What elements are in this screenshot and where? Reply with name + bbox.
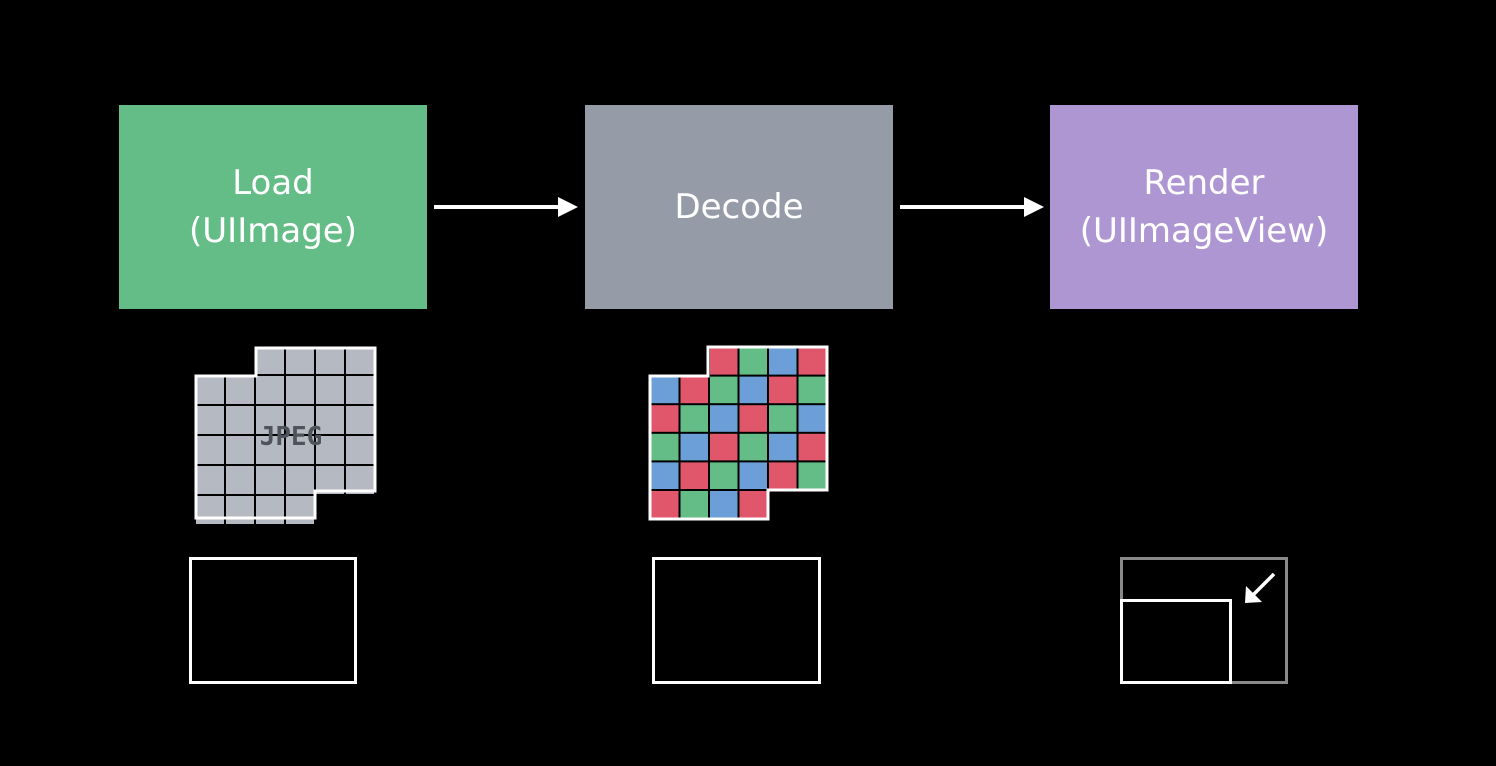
pixel-tile-green bbox=[798, 376, 826, 404]
jpeg-tile bbox=[316, 376, 344, 404]
jpeg-tile bbox=[226, 466, 254, 494]
jpeg-tile bbox=[256, 376, 284, 404]
right-arrow-icon bbox=[434, 197, 578, 217]
pixel-tile-red bbox=[798, 433, 826, 461]
pixel-tile-red bbox=[710, 348, 738, 375]
load-stage-title: Load bbox=[232, 163, 314, 203]
jpeg-tile bbox=[286, 348, 314, 374]
decode-stage-box: Decode bbox=[585, 105, 893, 309]
jpeg-tile bbox=[346, 406, 374, 434]
right-arrow-icon bbox=[900, 197, 1044, 217]
pixel-tile-blue bbox=[798, 405, 826, 432]
jpeg-tile bbox=[316, 406, 344, 434]
pixel-tile-blue bbox=[739, 462, 767, 489]
jpeg-label: JPEG bbox=[260, 422, 323, 452]
jpeg-tile bbox=[256, 466, 284, 494]
jpeg-tile bbox=[226, 376, 254, 404]
jpeg-tile bbox=[316, 436, 344, 464]
decoded-pixel-buffer-icon bbox=[648, 345, 829, 521]
load-stage-box: Load (UIImage) bbox=[119, 105, 427, 309]
jpeg-tile bbox=[346, 348, 374, 374]
jpeg-tile bbox=[286, 466, 314, 494]
jpeg-tile bbox=[256, 348, 284, 374]
pixel-tile-red bbox=[710, 433, 738, 461]
pixel-tile-blue bbox=[710, 491, 738, 518]
jpeg-tile bbox=[346, 436, 374, 464]
pixel-tile-blue bbox=[769, 433, 797, 461]
pixel-tile-red bbox=[798, 348, 826, 375]
pixel-tile-red bbox=[739, 405, 767, 432]
pixel-tile-blue bbox=[651, 376, 679, 404]
pixel-tile-red bbox=[680, 376, 708, 404]
pixel-tile-blue bbox=[710, 405, 738, 432]
jpeg-tile bbox=[226, 406, 254, 434]
load-stage-subtitle: (UIImage) bbox=[189, 211, 357, 251]
pixel-tile-green bbox=[680, 405, 708, 432]
pixel-tile-red bbox=[769, 376, 797, 404]
jpeg-tile bbox=[346, 376, 374, 404]
jpeg-tile bbox=[256, 496, 284, 524]
render-stage-box: Render (UIImageView) bbox=[1050, 105, 1358, 309]
pixel-tile-red bbox=[651, 405, 679, 432]
inner-frame bbox=[1120, 599, 1232, 684]
pixel-tile-red bbox=[651, 491, 679, 518]
pixel-tile-green bbox=[710, 462, 738, 489]
pixel-tile-blue bbox=[651, 462, 679, 489]
jpeg-tile bbox=[286, 436, 314, 464]
jpeg-tile bbox=[196, 376, 224, 404]
jpeg-tile bbox=[196, 466, 224, 494]
jpeg-outline bbox=[194, 346, 377, 520]
jpeg-tile bbox=[226, 436, 254, 464]
pixel-tile-red bbox=[680, 462, 708, 489]
render-stage-subtitle: (UIImageView) bbox=[1079, 211, 1329, 251]
pixel-tile-red bbox=[739, 491, 767, 518]
jpeg-tile bbox=[286, 496, 314, 524]
pixel-tile-green bbox=[651, 433, 679, 461]
pixel-tile-green bbox=[798, 462, 826, 489]
jpeg-tile bbox=[256, 406, 284, 434]
jpeg-tile bbox=[286, 406, 314, 434]
decode-stage-title: Decode bbox=[674, 187, 804, 227]
pixel-tile-grid bbox=[651, 348, 826, 518]
jpeg-tile-grid bbox=[196, 348, 374, 524]
jpeg-tile bbox=[316, 466, 344, 494]
image-frame-icon bbox=[652, 557, 821, 684]
jpeg-tile bbox=[226, 496, 254, 524]
jpeg-tile bbox=[196, 406, 224, 434]
jpeg-tile bbox=[286, 376, 314, 404]
jpeg-tile bbox=[196, 436, 224, 464]
image-frame-icon bbox=[189, 557, 357, 684]
jpeg-tile bbox=[316, 348, 344, 374]
pixel-tile-green bbox=[739, 348, 767, 375]
pixel-tile-blue bbox=[769, 348, 797, 375]
pixel-tile-green bbox=[710, 376, 738, 404]
pixel-tile-blue bbox=[680, 433, 708, 461]
render-stage-title: Render bbox=[1143, 163, 1265, 203]
pixel-tile-green bbox=[769, 405, 797, 432]
diagonal-arrow-icon bbox=[1245, 572, 1276, 603]
pixel-tile-red bbox=[769, 462, 797, 489]
outer-frame bbox=[1120, 557, 1288, 684]
jpeg-tile bbox=[256, 436, 284, 464]
resize-frame-icon bbox=[1120, 557, 1288, 684]
pixel-tile-blue bbox=[739, 376, 767, 404]
jpeg-tile bbox=[196, 496, 224, 524]
pixel-tile-green bbox=[680, 491, 708, 518]
pixel-outline bbox=[648, 345, 829, 521]
pixel-tile-green bbox=[739, 433, 767, 461]
jpeg-file-icon: JPEG bbox=[194, 346, 377, 524]
jpeg-tile bbox=[346, 466, 374, 494]
